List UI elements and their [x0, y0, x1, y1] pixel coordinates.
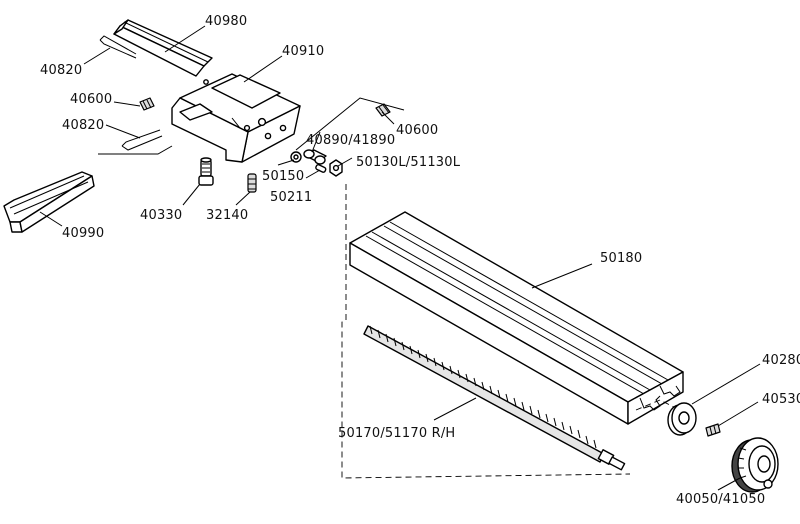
label-50150: 50150 — [262, 169, 304, 184]
pin-40820-mid — [121, 129, 163, 151]
label-40600-left: 40600 — [70, 92, 112, 107]
handwheel-dial-40050 — [731, 437, 779, 493]
label-32140: 32140 — [206, 208, 248, 223]
nut-50130L — [329, 159, 343, 177]
label-50211: 50211 — [270, 190, 312, 205]
label-50170: 50170/51170 R/H — [338, 426, 455, 441]
part-labels: 40980 40910 40820 40600 40820 40600 4089… — [40, 14, 800, 507]
label-40820-mid: 40820 — [62, 118, 104, 133]
washer-50150 — [290, 151, 302, 163]
label-40280: 40280 — [762, 353, 800, 368]
label-40600-right: 40600 — [396, 123, 438, 138]
set-screw-40600-left — [139, 97, 155, 111]
label-40050: 40050/41050 — [676, 492, 765, 507]
label-40910: 40910 — [282, 44, 324, 59]
screw-40530 — [705, 423, 721, 437]
label-40530: 40530 — [762, 392, 800, 407]
table-50180 — [349, 211, 684, 425]
label-40980: 40980 — [205, 14, 247, 29]
label-40890: 40890/41890 — [306, 133, 395, 148]
cross-slide-40910 — [171, 73, 301, 163]
pin-40820-top — [99, 35, 137, 59]
lead-screw-50170 — [363, 325, 626, 471]
set-screw-40600-right — [375, 103, 391, 117]
gib-strip-40990 — [3, 171, 95, 233]
label-50180: 50180 — [600, 251, 642, 266]
assembly-line-left — [341, 184, 631, 479]
cap-screw-40330 — [198, 157, 214, 186]
label-40330: 40330 — [140, 208, 182, 223]
label-40820-top: 40820 — [40, 63, 82, 78]
bush-40890 — [303, 149, 327, 165]
set-screw-32140 — [247, 173, 257, 193]
bearing-plate-40280 — [667, 402, 697, 436]
leader-lines — [39, 25, 761, 491]
label-40990: 40990 — [62, 226, 104, 241]
assembly-line-right — [635, 399, 677, 411]
label-50130: 50130L/51130L — [356, 155, 461, 170]
gib-strip-40980 — [113, 19, 213, 77]
